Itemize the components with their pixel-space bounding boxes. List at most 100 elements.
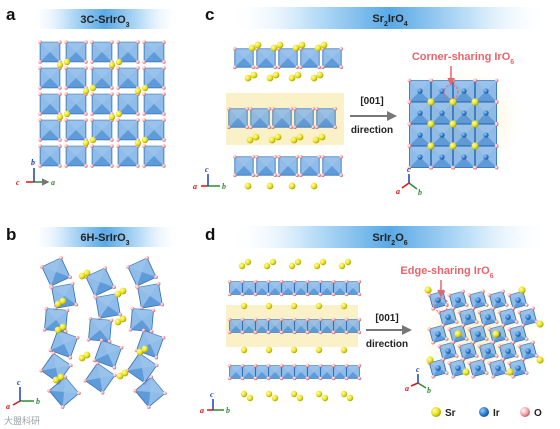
o-atom xyxy=(266,363,271,368)
o-atom xyxy=(163,391,167,396)
o-atom xyxy=(504,337,509,341)
sr-atom xyxy=(492,330,500,338)
o-atom xyxy=(142,118,146,122)
o-atom xyxy=(38,60,42,64)
iro6-octahedron xyxy=(142,40,166,64)
sr-atom xyxy=(108,113,116,121)
o-atom xyxy=(451,306,455,311)
o-atom xyxy=(227,330,232,335)
o-atom xyxy=(427,327,432,331)
structure-srir2o6-side xyxy=(227,258,362,402)
ir-atom xyxy=(455,297,461,303)
o-atom xyxy=(154,355,159,360)
o-atom xyxy=(441,357,445,362)
sr-atom xyxy=(56,61,64,69)
o-atom xyxy=(128,327,133,332)
o-atom xyxy=(267,125,271,129)
o-atom xyxy=(162,164,166,168)
o-atom xyxy=(517,344,522,348)
sr-atom xyxy=(310,182,318,190)
o-atom xyxy=(299,155,303,159)
o-atom xyxy=(292,363,297,368)
panel-d-letter: d xyxy=(205,225,215,244)
o-atom xyxy=(266,317,271,322)
ir-atom xyxy=(475,297,481,303)
axis-a-up: b xyxy=(31,158,35,167)
sr-atom xyxy=(290,136,298,144)
o-atom xyxy=(90,144,94,148)
axis-d-right-up: c xyxy=(416,365,420,374)
iro6-octahedron xyxy=(64,92,88,116)
o-atom xyxy=(64,86,68,90)
iro6-octahedron xyxy=(64,40,88,64)
o-atom xyxy=(64,92,68,96)
sr-atom xyxy=(119,287,127,295)
sr-atom xyxy=(315,302,323,310)
o-atom xyxy=(227,107,231,111)
o-atom xyxy=(464,337,469,341)
axis-d-right-left: a xyxy=(405,384,409,393)
ir-atom xyxy=(439,88,445,94)
o-atom xyxy=(255,173,259,177)
o-atom xyxy=(277,65,281,69)
o-atom xyxy=(84,118,88,122)
sr-atom xyxy=(518,286,526,294)
sr-atom xyxy=(314,44,322,52)
o-atom xyxy=(315,125,319,129)
o-atom xyxy=(321,155,325,159)
o-atom xyxy=(317,65,321,69)
ir-atom xyxy=(435,365,441,371)
o-atom xyxy=(110,92,114,96)
o-atom xyxy=(240,279,245,284)
sr-atom xyxy=(250,71,258,79)
panel-c-letter: c xyxy=(205,5,214,24)
panel-a-banner xyxy=(30,9,180,29)
o-atom xyxy=(38,40,42,44)
sr-atom xyxy=(296,394,304,402)
sr-atom xyxy=(294,258,302,266)
o-atom xyxy=(292,279,297,284)
o-atom xyxy=(487,327,492,331)
sr-atom xyxy=(115,58,123,66)
o-atom xyxy=(92,358,97,363)
axis-b-left: a xyxy=(6,402,10,411)
o-atom xyxy=(305,363,310,368)
o-atom xyxy=(471,306,475,311)
legend-o-swatch xyxy=(520,407,530,417)
sr-atom xyxy=(340,302,348,310)
o-atom xyxy=(494,320,499,324)
o-atom xyxy=(116,118,120,122)
o-atom xyxy=(47,388,51,393)
o-atom xyxy=(511,340,515,345)
sr-atom xyxy=(270,44,278,52)
iro6-octahedron xyxy=(134,328,166,360)
o-atom xyxy=(299,173,303,177)
sr-atom xyxy=(449,142,457,150)
o-atom xyxy=(142,164,146,168)
o-atom xyxy=(473,78,478,83)
iro6-octahedron xyxy=(90,40,114,64)
o-atom xyxy=(240,292,245,297)
panel-a-title: 3C-SrIrO3 xyxy=(80,14,129,29)
o-atom xyxy=(136,40,140,44)
o-atom xyxy=(151,308,156,313)
legend-sr-label: Sr xyxy=(445,408,456,419)
o-atom xyxy=(344,363,349,368)
o-atom xyxy=(112,285,116,289)
o-atom xyxy=(136,60,140,64)
o-atom xyxy=(491,340,495,345)
structure-sr2iro4-top xyxy=(407,78,499,170)
sr-atom xyxy=(274,133,282,141)
o-atom xyxy=(266,292,271,297)
o-atom xyxy=(474,320,479,324)
o-atom xyxy=(146,405,151,409)
o-atom xyxy=(461,289,465,294)
sr-atom xyxy=(56,113,64,121)
o-atom xyxy=(162,112,166,116)
iro6-octahedron xyxy=(38,118,62,142)
o-atom xyxy=(467,293,472,297)
sr-atom xyxy=(83,351,91,359)
structure-srir2o6-top xyxy=(424,286,544,379)
axis-d-left-left: a xyxy=(200,406,204,415)
o-atom xyxy=(59,256,63,260)
